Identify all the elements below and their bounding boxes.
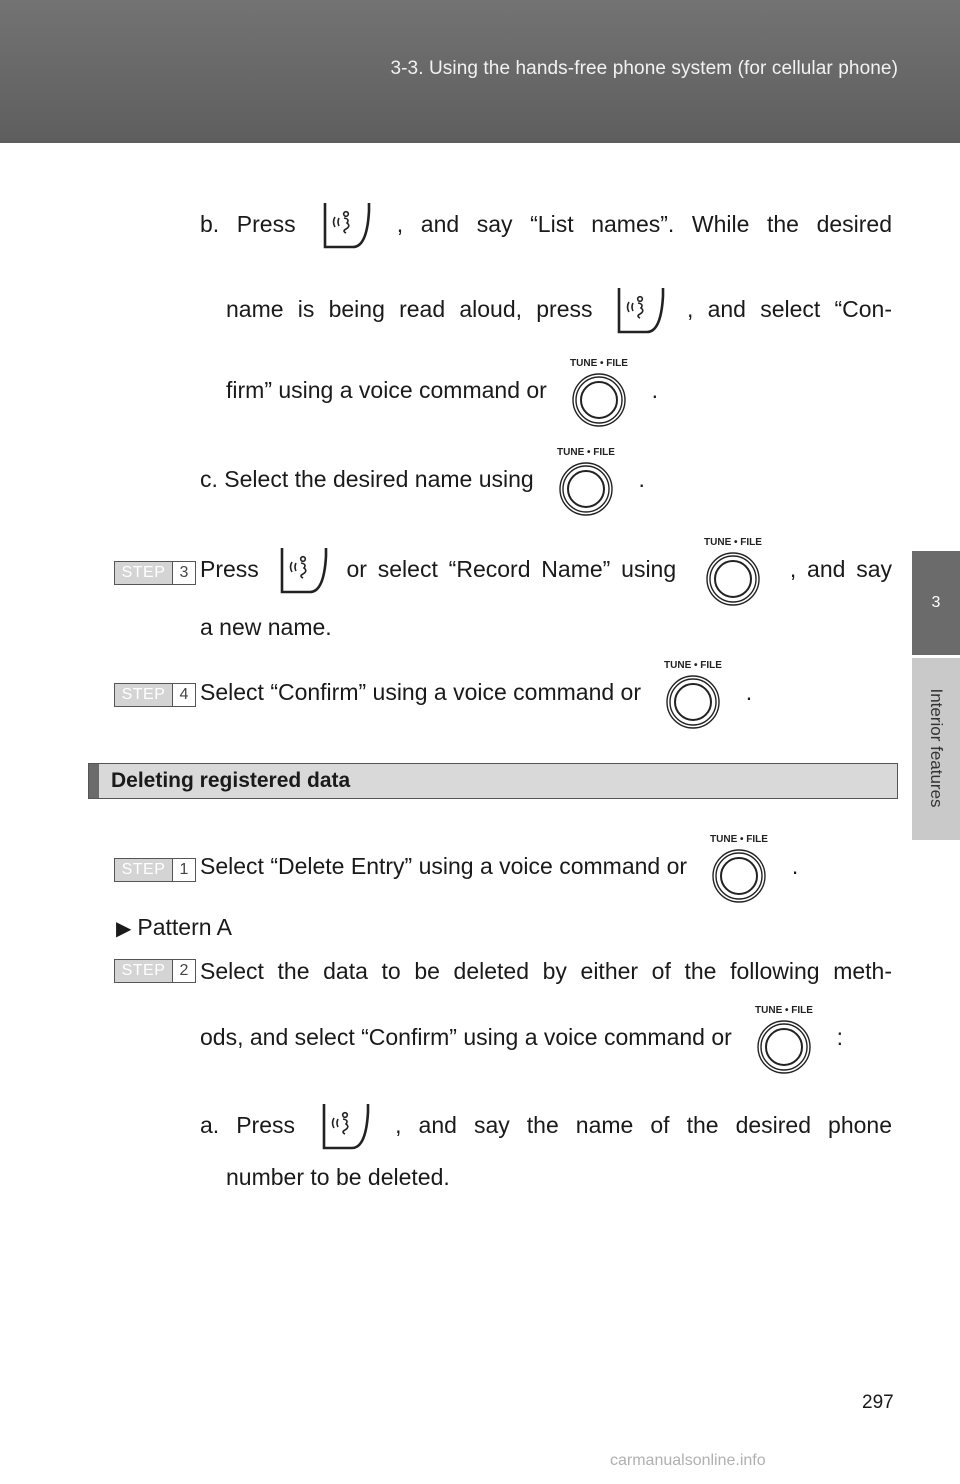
tune-file-knob-icon [653,657,733,731]
section-title: Deleting registered data [111,769,351,792]
chapter-tab-number: 3 [912,551,960,655]
item-b-line-1: b. Press , and say “List names”. While t… [200,201,892,251]
step-1-line: Select “Delete Entry” using a voice comm… [200,831,798,905]
step-1-badge: STEP 1 [114,858,196,882]
step-3-badge: STEP 3 [114,561,196,585]
step-3-line-2: a new name. [200,614,332,640]
step-4-badge: STEP 4 [114,683,196,707]
tune-file-knob-icon [693,534,773,608]
item-b-line-3: firm” using a voice command or . [226,355,658,429]
voice-command-switch-icon [319,201,373,251]
page-header: 3-3. Using the hands-free phone system (… [0,0,960,143]
triangle-bullet-icon: ▶ [116,918,132,940]
chapter-label-text: Interior features [927,688,946,808]
page-number: 297 [862,1392,894,1413]
voice-command-switch-icon [613,286,667,336]
item-b-line-2: name is being read aloud, press , and se… [226,286,892,336]
tune-file-knob-icon [744,1002,824,1076]
voice-command-switch-icon [276,546,330,596]
pattern-a-label: ▶Pattern A [116,914,233,940]
item-c-line: c. Select the desired name using . [200,444,645,518]
header-title: 3-3. Using the hands-free phone system (… [390,58,898,79]
watermark: carmanualsonline.info [610,1452,766,1469]
item-a-line-2: number to be deleted. [226,1164,450,1190]
tune-file-knob-icon [559,355,639,429]
section-heading: Deleting registered data [88,763,898,799]
step-2-badge: STEP 2 [114,959,196,983]
chapter-tab-label: Interior features [912,658,960,840]
step-4-line: Select “Confirm” using a voice command o… [200,657,752,731]
step-3-line-1: Press or select “Record Name” using , an… [200,534,892,608]
step-2-line-2: ods, and select “Confirm” using a voice … [200,1002,843,1076]
tune-file-knob-icon [546,444,626,518]
step-2-line-1: Select the data to be deleted by either … [200,958,892,984]
item-a-line-1: a. Press , and say the name of the desir… [200,1102,892,1152]
voice-command-switch-icon [318,1102,372,1152]
tune-file-knob-icon [699,831,779,905]
